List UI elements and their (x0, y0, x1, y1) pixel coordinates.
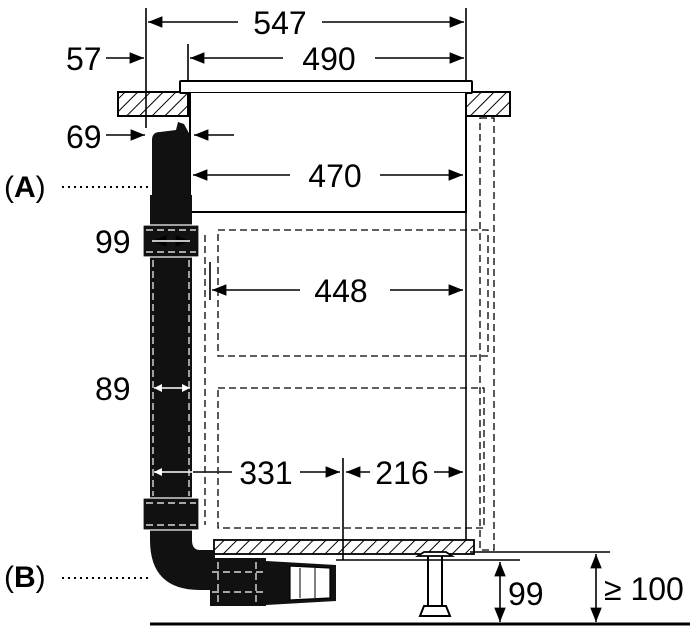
cabinet-leg (427, 554, 443, 608)
dim-89-arrow-left (154, 384, 162, 392)
dim-99-duct-label: 99 (95, 224, 131, 260)
dim-490-label: 490 (302, 41, 355, 77)
hob-body (189, 93, 467, 213)
leg-top (415, 551, 455, 557)
worktop-right (465, 91, 511, 117)
callout-b-open: ( (4, 561, 14, 594)
dim-216-label: 216 (375, 455, 428, 491)
callout-b-close: ) (36, 561, 46, 594)
callout-a-letter: A (14, 171, 36, 204)
drawer-lower (217, 387, 485, 529)
dim-99-base-label: 99 (508, 576, 544, 612)
dim-331-label: 331 (239, 455, 292, 491)
base-shelf (213, 539, 475, 555)
dim-89-arrow-right (182, 384, 190, 392)
callout-a: (A) (4, 171, 46, 204)
callout-b-letter: B (14, 561, 36, 594)
dim-89-label: 89 (95, 371, 131, 407)
callout-b: (B) (4, 561, 46, 594)
leg-foot (418, 605, 452, 617)
callout-a-close: ) (36, 171, 46, 204)
worktop-left (117, 91, 189, 117)
dim-547-label: 547 (253, 5, 306, 41)
dim-331-arrow-left (154, 468, 162, 476)
dim-57-label: 57 (66, 41, 102, 77)
dim-69-label: 69 (66, 119, 102, 155)
hob-glass (179, 80, 473, 94)
dim-470-label: 470 (308, 158, 361, 194)
dim-448-label: 448 (314, 273, 367, 309)
back-panel-dashed (479, 117, 495, 551)
callout-a-open: ( (4, 171, 14, 204)
dim-100-label: ≥ 100 (604, 571, 684, 607)
